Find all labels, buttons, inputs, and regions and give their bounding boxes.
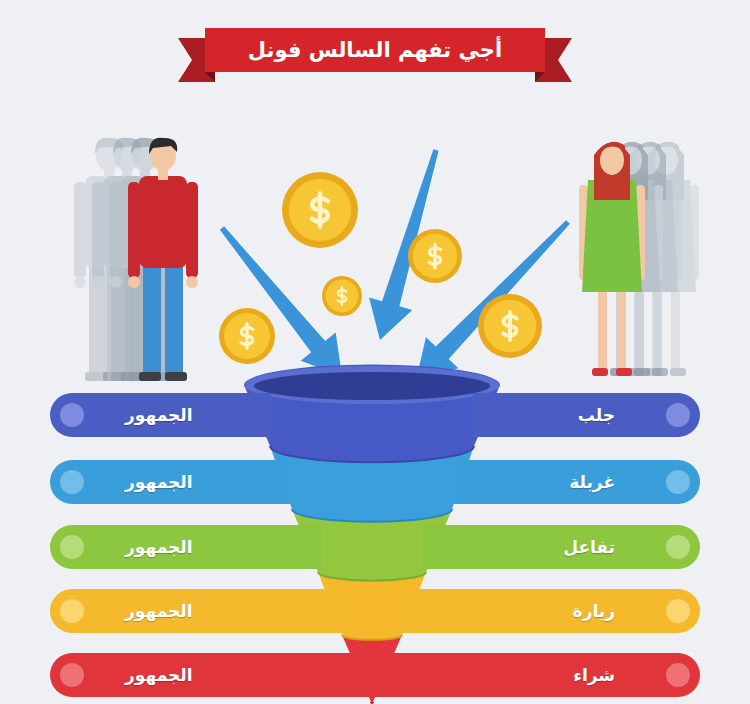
audience-label: الجمهور [125,405,193,425]
hair [594,143,630,201]
title-text: أجي تفهم السالس فونل [248,38,502,62]
dollar-symbol [429,244,440,268]
coin-symbol [408,229,462,283]
banner-fold [535,72,545,82]
leg [107,262,125,374]
shoe [670,368,686,376]
band-dot [666,663,690,687]
dollar-symbol [312,193,328,227]
shoe [634,368,650,376]
arm [74,182,86,278]
band-dot [666,403,690,427]
leg [634,285,643,370]
funnel-stage-band: تفاعل الجمهور [50,525,700,569]
leg [635,285,644,370]
leg [616,285,625,370]
leg [125,262,143,374]
shoe [616,368,632,376]
coin-symbol [282,172,358,248]
audience-label: الجمهور [125,472,193,492]
funnel-tier-edge [371,702,373,703]
coin-face [224,313,270,359]
hand [92,276,104,288]
stage-label: شراء [573,665,615,685]
arm [128,182,140,278]
leg [653,285,662,370]
leg [617,285,626,370]
leg [598,285,607,370]
banner-fold [205,72,215,82]
stage-label: تفاعل [563,537,615,557]
stage-label: جلب [578,405,615,425]
audience-illustration [74,138,699,381]
stage-label: زيارة [573,601,615,621]
coin-symbol [219,308,275,364]
funnel-stage-band: زيارة الجمهور [50,589,700,633]
audience-label: الجمهور [125,665,193,685]
dollar-symbol [338,287,346,305]
shoe [139,372,161,381]
man-figure [128,138,198,381]
funnel-tier-edge [292,509,452,522]
band-dot [666,535,690,559]
band-dot [60,535,84,559]
band-dot [666,470,690,494]
funnel-tier-edge [342,635,402,640]
coin-rim [322,276,362,316]
coin-face [413,234,457,278]
band-dot [666,599,690,623]
shoe [652,368,668,376]
coin-face [326,280,359,313]
coin-rim [219,308,275,364]
shoe [165,372,187,381]
coin-rim [408,229,462,283]
band-dot [60,599,84,623]
coin-face [289,179,351,241]
funnel-tier-edge [318,572,426,581]
coin-symbol [322,276,362,316]
leg [89,262,107,374]
woman-figure [579,142,645,376]
stage-label: غربلة [569,472,615,492]
hand [128,276,140,288]
funnel-stage-band: جلب الجمهور [50,393,700,437]
leg [671,285,680,370]
title-banner: أجي تفهم السالس فونل [205,28,545,72]
band-dot [60,403,84,427]
leg [143,262,161,374]
band-dot [60,663,84,687]
hand [186,276,198,288]
hand [110,276,122,288]
fringe [599,142,625,158]
coin-symbol [478,294,542,358]
leg [165,262,183,374]
funnel-stage-band: شراء الجمهور [50,653,700,697]
hand [74,276,86,288]
coin-rim [478,294,542,358]
dollar-symbol [241,324,253,349]
band-dot [60,470,84,494]
coin-face [484,300,536,352]
audience-label: الجمهور [125,537,193,557]
shoe [592,368,608,376]
coin-rim [282,172,358,248]
arm [110,182,122,278]
audience-label: الجمهور [125,601,193,621]
torso [139,176,187,268]
arm [186,182,198,278]
arm [92,182,104,278]
leg [652,285,661,370]
funnel-stage-band: غربلة الجمهور [50,460,700,504]
hair [149,138,177,154]
dollar-symbol [503,312,516,340]
